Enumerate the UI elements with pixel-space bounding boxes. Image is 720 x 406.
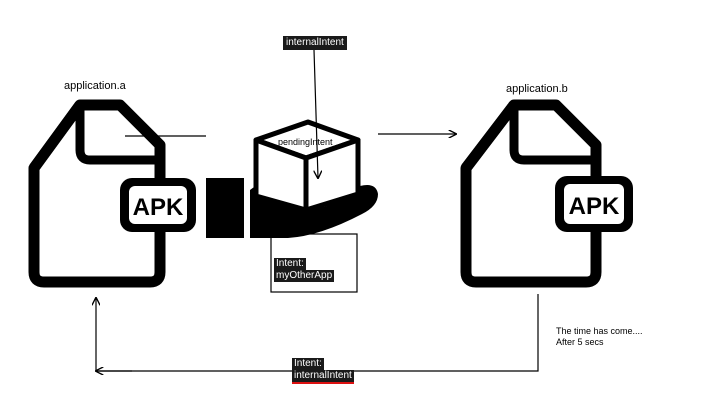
app-b-apk-badge: APK: [555, 176, 633, 232]
app-a-apk-badge: APK: [120, 178, 196, 232]
hand-intent-line1: Intent:: [274, 258, 306, 270]
pending-intent-label: pendingIntent: [278, 137, 333, 147]
app-b-label: application.b: [506, 83, 568, 95]
app-a-apk-text: APK: [133, 194, 184, 221]
return-path-line: [96, 294, 539, 372]
bottom-intent-line2: internalIntent: [292, 370, 354, 384]
timing-note-line1: The time has come....: [556, 326, 643, 336]
timing-note-line2: After 5 secs: [556, 337, 604, 347]
timing-note: The time has come.... After 5 secs: [556, 326, 643, 348]
hand-intent-line2: myOtherApp: [274, 270, 335, 282]
app-b-apk-text: APK: [569, 193, 620, 220]
hand-intent-tag: Intent: myOtherApp: [274, 258, 335, 282]
arrow-internal-intent-into-cube: [313, 49, 318, 178]
app-a-file-icon: [28, 99, 166, 288]
top-internal-intent-tag: internalIntent: [283, 36, 347, 50]
app-a-label: application.a: [64, 80, 126, 92]
pending-intent-cube: [253, 119, 361, 213]
app-b-file-icon: [460, 99, 602, 288]
hand-intent-box: [270, 233, 358, 293]
bottom-intent-line1: Intent:: [292, 358, 324, 370]
bottom-intent-tag: Intent: internalIntent: [292, 358, 354, 384]
